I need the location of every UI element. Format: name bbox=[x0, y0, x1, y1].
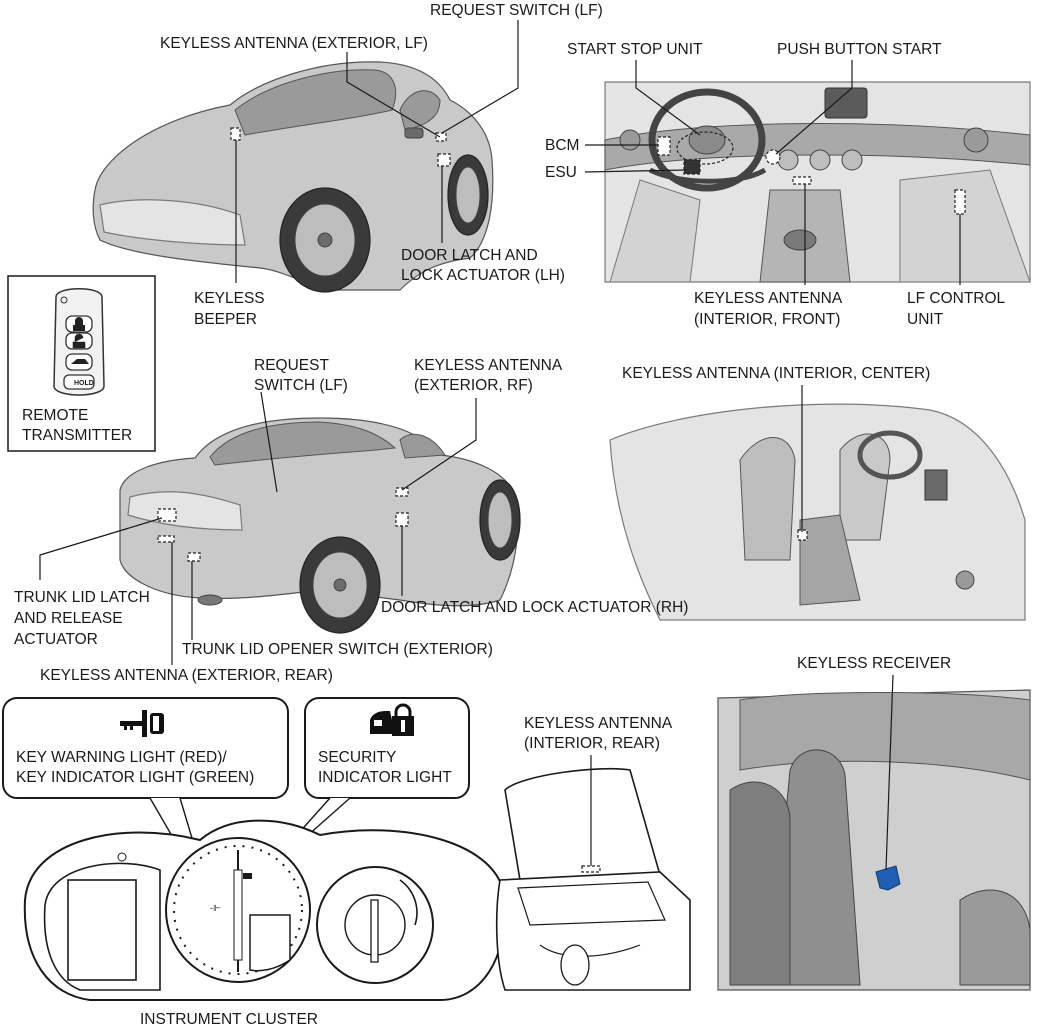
keyless-receiver-component bbox=[875, 865, 901, 891]
keyless-beeper-marker bbox=[230, 127, 241, 141]
keyless-antenna-int-front-label: KEYLESS ANTENNA bbox=[694, 290, 843, 307]
door-latch-rh-label: DOOR LATCH AND LOCK ACTUATOR (RH) bbox=[381, 599, 688, 616]
start-stop-unit-marker bbox=[676, 131, 734, 165]
car-lock-icon bbox=[370, 703, 414, 736]
security-indicator-callout: SECURITY INDICATOR LIGHT bbox=[304, 697, 470, 799]
keyless-antenna-int-front-label-line2: (INTERIOR, FRONT) bbox=[694, 311, 840, 328]
keyless-antenna-ext-rear-marker bbox=[157, 535, 175, 543]
request-switch-lf-label: REQUEST SWITCH (LF) bbox=[430, 2, 603, 19]
request-switch-lf-mid-label: REQUEST bbox=[254, 357, 329, 374]
interior-dashboard-illustration bbox=[604, 81, 1031, 283]
keyless-beeper-label-line2: BEEPER bbox=[194, 311, 257, 328]
keyless-receiver-illustration bbox=[717, 689, 1031, 991]
keyless-antenna-ext-rf-marker bbox=[395, 487, 409, 497]
request-switch-lf-mid-label-line2: SWITCH (LF) bbox=[254, 377, 348, 394]
push-button-start-label: PUSH BUTTON START bbox=[777, 41, 942, 58]
trunk-lid-latch-marker bbox=[157, 508, 177, 522]
hold-button-label: HOLD bbox=[74, 380, 94, 387]
keyless-antenna-ext-lf-marker bbox=[435, 132, 447, 142]
front-right-wheel bbox=[479, 479, 521, 561]
security-indicator-label-line2: INDICATOR LIGHT bbox=[318, 769, 452, 786]
door-latch-lh-label-line2: LOCK ACTUATOR (LH) bbox=[401, 267, 565, 284]
rear-left-wheel bbox=[447, 154, 489, 236]
keyless-antenna-ext-rf-label-line2: (EXTERIOR, RF) bbox=[414, 377, 533, 394]
key-warning-label: KEY WARNING LIGHT (RED)/ bbox=[16, 749, 227, 766]
key-indicator-label: KEY INDICATOR LIGHT (GREEN) bbox=[16, 769, 254, 786]
instrument-cluster-illustration: -⊩ bbox=[23, 819, 507, 1001]
rear-right-wheel bbox=[299, 536, 381, 634]
car-front-view-illustration bbox=[92, 61, 494, 293]
keyless-beeper-label: KEYLESS bbox=[194, 290, 265, 307]
bcm-label: BCM bbox=[545, 137, 579, 154]
lf-control-unit-label-line2: UNIT bbox=[907, 311, 944, 328]
keyless-antenna-ext-rf-label: KEYLESS ANTENNA bbox=[414, 357, 563, 374]
keyless-antenna-int-rear-marker bbox=[581, 865, 601, 873]
svg-text:-⊩: -⊩ bbox=[210, 903, 221, 913]
tachometer bbox=[316, 866, 434, 984]
door-latch-lh-marker bbox=[437, 153, 451, 167]
instrument-cluster-label: INSTRUMENT CLUSTER bbox=[140, 1011, 318, 1028]
bcm-marker bbox=[657, 136, 671, 156]
lf-control-unit-marker bbox=[954, 189, 966, 215]
keyless-receiver-label: KEYLESS RECEIVER bbox=[797, 655, 951, 672]
keyless-antenna-int-rear-label-line2: (INTERIOR, REAR) bbox=[524, 735, 660, 752]
key-icon bbox=[120, 710, 164, 737]
leader-lines bbox=[39, 20, 961, 871]
speedometer: -⊩ bbox=[165, 837, 311, 983]
remote-transmitter-label-line2: TRANSMITTER bbox=[22, 427, 132, 444]
car-rear-view-illustration bbox=[119, 417, 521, 634]
keyless-antenna-ext-lf-label: KEYLESS ANTENNA (EXTERIOR, LF) bbox=[160, 35, 428, 52]
keyless-antenna-int-front-marker bbox=[792, 176, 812, 185]
trunk-lid-opener-marker bbox=[187, 552, 201, 562]
keyless-antenna-int-center-label: KEYLESS ANTENNA (INTERIOR, CENTER) bbox=[622, 365, 930, 382]
trunk-lid-opener-switch-label: TRUNK LID OPENER SWITCH (EXTERIOR) bbox=[182, 641, 493, 658]
trunk-lid-latch-label-line2: AND RELEASE bbox=[14, 610, 123, 627]
lf-control-unit-label: LF CONTROL bbox=[907, 290, 1006, 307]
keyless-antenna-ext-rear-label: KEYLESS ANTENNA (EXTERIOR, REAR) bbox=[40, 667, 333, 684]
esu-label: ESU bbox=[545, 164, 577, 181]
remote-transmitter-label: REMOTE bbox=[22, 407, 88, 424]
door-latch-lh-label: DOOR LATCH AND bbox=[401, 247, 538, 264]
keyless-antenna-int-center-marker bbox=[797, 529, 808, 541]
trunk-lid-latch-label: TRUNK LID LATCH bbox=[14, 589, 150, 606]
esu-marker bbox=[683, 159, 701, 175]
remote-transmitter-panel: HOLD REMOTE TRANSMITTER bbox=[7, 275, 156, 452]
keyless-antenna-int-rear-label: KEYLESS ANTENNA bbox=[524, 715, 673, 732]
key-fob-icon bbox=[53, 288, 105, 396]
interior-center-illustration bbox=[609, 403, 1026, 621]
key-warning-callout: KEY WARNING LIGHT (RED)/ KEY INDICATOR L… bbox=[2, 697, 289, 799]
trunk-interior-illustration bbox=[495, 767, 691, 991]
trunk-lid-latch-label-line3: ACTUATOR bbox=[14, 631, 98, 648]
front-left-wheel bbox=[279, 187, 371, 293]
start-stop-unit-label: START STOP UNIT bbox=[567, 41, 703, 58]
security-indicator-label: SECURITY bbox=[318, 749, 396, 766]
door-latch-rh-marker bbox=[395, 512, 409, 527]
